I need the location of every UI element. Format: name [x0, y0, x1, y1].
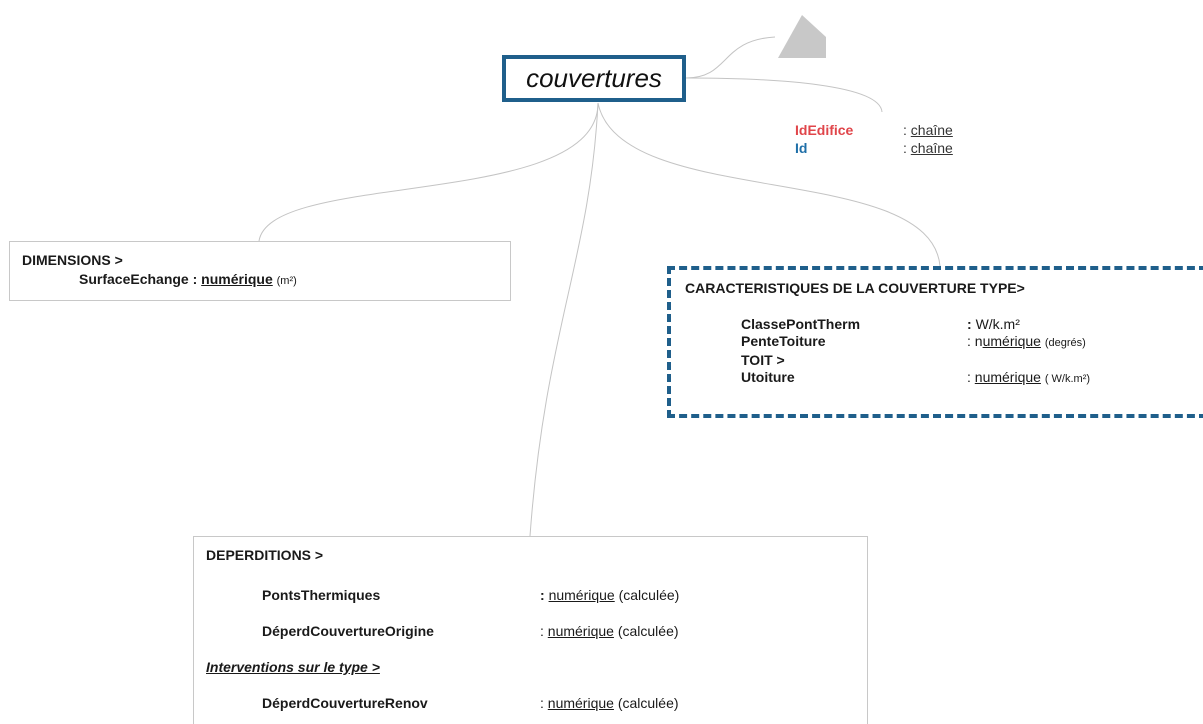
- connector-caracteristiques: [597, 102, 941, 267]
- carac-row: TOIT >: [685, 352, 1189, 369]
- parent-marker-shape: [778, 15, 826, 58]
- deper-row: DéperdCouvertureOrigine : numérique (cal…: [206, 623, 855, 659]
- deper-value: : numérique (calculée): [540, 623, 679, 639]
- identifier-row: Id : chaîne: [795, 139, 953, 157]
- deper-key: PontsThermiques: [262, 587, 381, 603]
- deperditions-header: DEPERDITIONS >: [206, 547, 324, 563]
- deper-value: : numérique (calculée): [540, 695, 679, 711]
- carac-row: ClassePontTherm : W/k.m²: [685, 316, 1189, 333]
- identifier-key: IdEdifice: [795, 122, 854, 138]
- dimensions-header: DIMENSIONS >: [22, 252, 123, 268]
- identifier-key: Id: [795, 140, 808, 156]
- carac-key: ClassePontTherm: [741, 316, 861, 332]
- field-name: SurfaceEchange: [79, 271, 189, 287]
- root-entity-box[interactable]: couvertures: [502, 55, 686, 102]
- dimensions-box[interactable]: DIMENSIONS > SurfaceEchange : numérique …: [9, 241, 511, 301]
- carac-key: TOIT >: [741, 352, 785, 368]
- caracteristiques-box[interactable]: CARACTERISTIQUES DE LA COUVERTURE TYPE> …: [667, 266, 1203, 418]
- caracteristiques-header: CARACTERISTIQUES DE LA COUVERTURE TYPE>: [685, 280, 1025, 296]
- carac-value: : numérique (degrés): [967, 333, 1086, 349]
- deper-row: DéperdCouvertureRenov : numérique (calcu…: [206, 695, 855, 724]
- carac-key: PenteToiture: [741, 333, 826, 349]
- deper-row: PontsThermiques : numérique (calculée): [206, 587, 855, 623]
- deper-key: DéperdCouvertureOrigine: [262, 623, 434, 639]
- root-entity-title: couvertures: [526, 63, 662, 93]
- carac-value: : numérique ( W/k.m²): [967, 369, 1091, 385]
- connector-identifiers: [685, 77, 883, 113]
- identifier-value: : chaîne: [903, 140, 953, 156]
- carac-key: Utoiture: [741, 369, 795, 385]
- deperditions-box[interactable]: DEPERDITIONS > PontsThermiques : numériq…: [193, 536, 868, 724]
- carac-value: : W/k.m²: [967, 316, 1020, 332]
- identifier-value: : chaîne: [903, 122, 953, 138]
- identifiers-block: IdEdifice : chaîne Id : chaîne: [795, 121, 953, 157]
- interventions-subheader: Interventions sur le type >: [206, 659, 380, 675]
- field-unit: (m²): [276, 275, 297, 287]
- dimensions-field: SurfaceEchange : numérique (m²): [79, 271, 297, 287]
- carac-row: Utoiture : numérique ( W/k.m²): [685, 369, 1189, 388]
- identifier-type: chaîne: [910, 122, 953, 138]
- connector-dimensions: [258, 102, 599, 242]
- identifier-type: chaîne: [910, 140, 953, 156]
- deper-key: DéperdCouvertureRenov: [262, 695, 428, 711]
- field-type: numérique: [201, 271, 273, 287]
- identifier-row: IdEdifice : chaîne: [795, 121, 953, 139]
- connector-parent: [685, 36, 776, 79]
- carac-row: PenteToiture : numérique (degrés): [685, 333, 1189, 352]
- deper-value: : numérique (calculée): [540, 587, 680, 603]
- connector-deperditions: [529, 102, 599, 537]
